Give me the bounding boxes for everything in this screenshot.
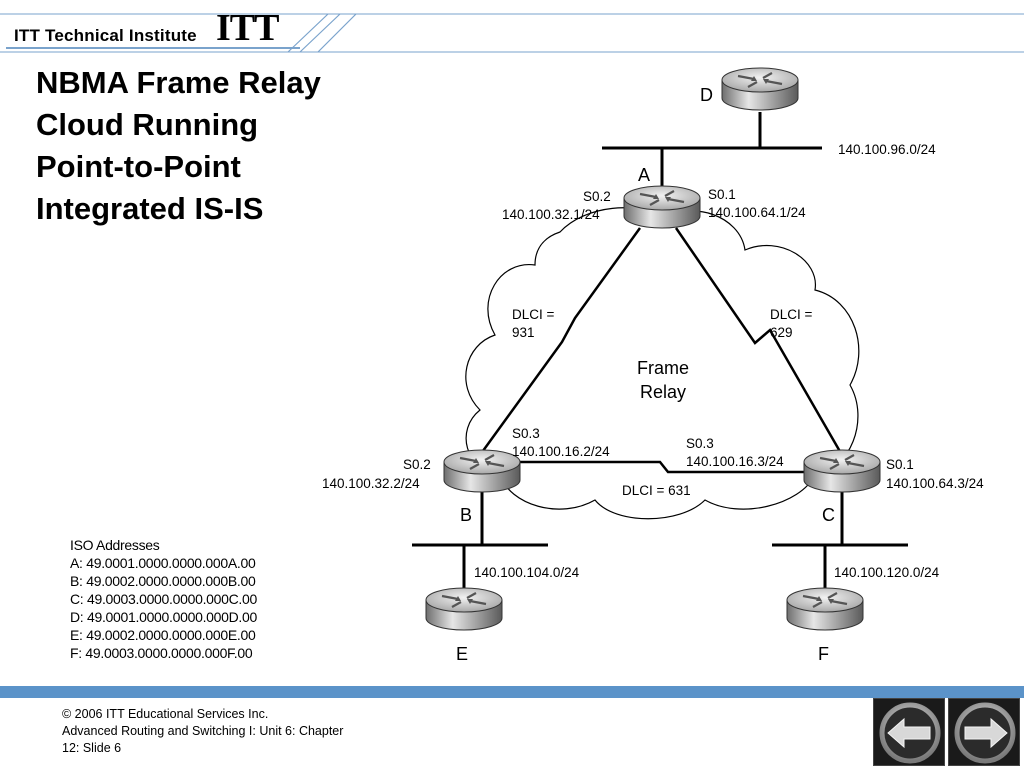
header-lines — [0, 13, 1024, 53]
c-s03-ip-label: 140.100.16.3/24 — [686, 454, 784, 469]
dlci-ab-label-1: DLCI = — [512, 307, 555, 322]
network-c-label: 140.100.120.0/24 — [834, 565, 940, 580]
dlci-ab-label-2: 931 — [512, 325, 535, 340]
dlci-ac-label-1: DLCI = — [770, 307, 813, 322]
router-e-label: E — [456, 644, 468, 664]
iso-line-e: E: 49.0002.0000.0000.000E.00 — [70, 627, 256, 643]
a-s02-ip-label: 140.100.32.1/24 — [502, 207, 600, 222]
footer-text: © 2006 ITT Educational Services Inc. Adv… — [62, 706, 392, 757]
c-s01-label: S0.1 — [886, 457, 914, 472]
slide-header: ITT Technical Institute ITT — [0, 0, 1024, 58]
router-d-icon — [720, 66, 800, 112]
iso-line-f: F: 49.0003.0000.0000.000F.00 — [70, 645, 253, 661]
previous-slide-button[interactable] — [873, 698, 945, 766]
iso-addresses: ISO Addresses A: 49.0001.0000.0000.000A.… — [70, 536, 257, 662]
router-d-label: D — [700, 85, 713, 105]
iso-line-d: D: 49.0001.0000.0000.000D.00 — [70, 609, 257, 625]
dlci-ac-label-2: 629 — [770, 325, 793, 340]
pvc-a-b — [478, 227, 642, 456]
router-e-icon — [424, 586, 504, 632]
network-b-label: 140.100.104.0/24 — [474, 565, 580, 580]
c-s01-ip-label: 140.100.64.3/24 — [886, 476, 984, 491]
arrow-right-icon — [954, 702, 1016, 764]
b-s02-label: S0.2 — [403, 457, 431, 472]
footer-bar — [0, 686, 1024, 698]
router-b-icon — [442, 448, 522, 494]
a-s02-label: S0.2 — [583, 189, 611, 204]
footer-copyright: © 2006 ITT Educational Services Inc. — [62, 707, 269, 721]
router-f-label: F — [818, 644, 829, 664]
title-line-1: NBMA Frame Relay — [36, 65, 321, 100]
cloud-label-1: Frame — [637, 358, 689, 378]
network-diagram: D A B C E F 140.100.96.0/24 140.100.104.… — [322, 66, 984, 664]
itt-logo: ITT — [216, 7, 279, 49]
cloud-label-2: Relay — [640, 382, 686, 402]
slide-title: NBMA Frame Relay Cloud Running Point-to-… — [36, 62, 376, 230]
b-s03-ip-label: 140.100.16.2/24 — [512, 444, 610, 459]
iso-line-a: A: 49.0001.0000.0000.000A.00 — [70, 555, 256, 571]
a-s01-label: S0.1 — [708, 187, 736, 202]
iso-heading: ISO Addresses — [70, 537, 160, 553]
pvc-a-c — [674, 227, 844, 456]
title-line-3: Point-to-Point — [36, 149, 241, 184]
a-s01-ip-label: 140.100.64.1/24 — [708, 205, 806, 220]
b-s02-ip-label: 140.100.32.2/24 — [322, 476, 420, 491]
brand-text: ITT Technical Institute — [14, 26, 197, 45]
dlci-bc-label: DLCI = 631 — [622, 483, 691, 498]
title-line-2: Cloud Running — [36, 107, 259, 142]
footer-slide: 12: Slide 6 — [62, 741, 122, 755]
router-c-label: C — [822, 505, 835, 525]
router-a-label: A — [638, 165, 650, 185]
router-a-icon — [622, 184, 702, 230]
title-line-4: Integrated IS-IS — [36, 191, 264, 226]
b-s03-label: S0.3 — [512, 426, 540, 441]
router-b-label: B — [460, 505, 472, 525]
next-slide-button[interactable] — [948, 698, 1020, 766]
router-c-icon — [802, 448, 882, 494]
iso-line-c: C: 49.0003.0000.0000.000C.00 — [70, 591, 257, 607]
footer-course: Advanced Routing and Switching I: Unit 6… — [62, 724, 344, 738]
router-f-icon — [785, 586, 865, 632]
arrow-left-icon — [879, 702, 941, 764]
frame-relay-cloud — [465, 207, 860, 520]
network-top-label: 140.100.96.0/24 — [838, 142, 936, 157]
pvc-b-c — [512, 460, 812, 474]
iso-line-b: B: 49.0002.0000.0000.000B.00 — [70, 573, 256, 589]
c-s03-label: S0.3 — [686, 436, 714, 451]
